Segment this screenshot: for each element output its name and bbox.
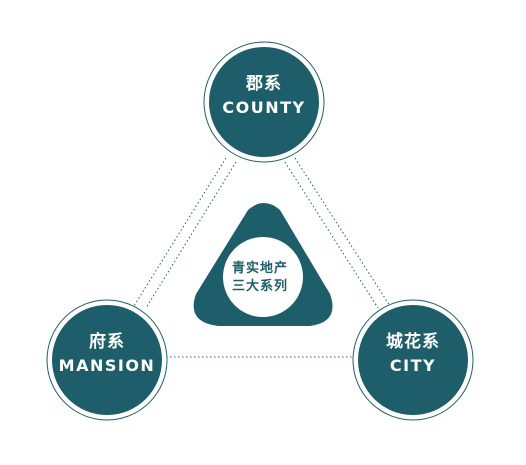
connector-county-city-outer xyxy=(294,157,391,307)
node-county xyxy=(203,41,325,163)
connector-county-city-inner xyxy=(284,161,379,309)
city-cn-label: 城花系 xyxy=(386,332,440,352)
node-mansion xyxy=(46,299,168,421)
county-cn-label: 郡系 xyxy=(246,74,282,94)
city-label: 城花系 CITY xyxy=(348,332,478,376)
mansion-label: 府系 MANSION xyxy=(42,332,172,376)
center-label: 青实地产 三大系列 xyxy=(215,260,305,295)
city-en-label: CITY xyxy=(389,356,437,376)
center-label-line1: 青实地产 xyxy=(231,261,288,276)
center-circle xyxy=(223,237,303,317)
county-en-label: COUNTY xyxy=(222,98,306,118)
mansion-en-label: MANSION xyxy=(58,356,156,376)
center-label-line2: 三大系列 xyxy=(231,278,288,294)
county-label: 郡系 COUNTY xyxy=(199,74,329,118)
connector-lines xyxy=(133,157,391,358)
mansion-cn-label: 府系 xyxy=(89,332,125,352)
connector-county-mansion-inner xyxy=(145,161,237,309)
connector-county-mansion-outer xyxy=(133,157,227,307)
node-city-disc xyxy=(358,305,468,415)
node-mansion-disc xyxy=(52,305,162,415)
node-city xyxy=(352,299,474,421)
node-county-disc xyxy=(209,47,319,157)
